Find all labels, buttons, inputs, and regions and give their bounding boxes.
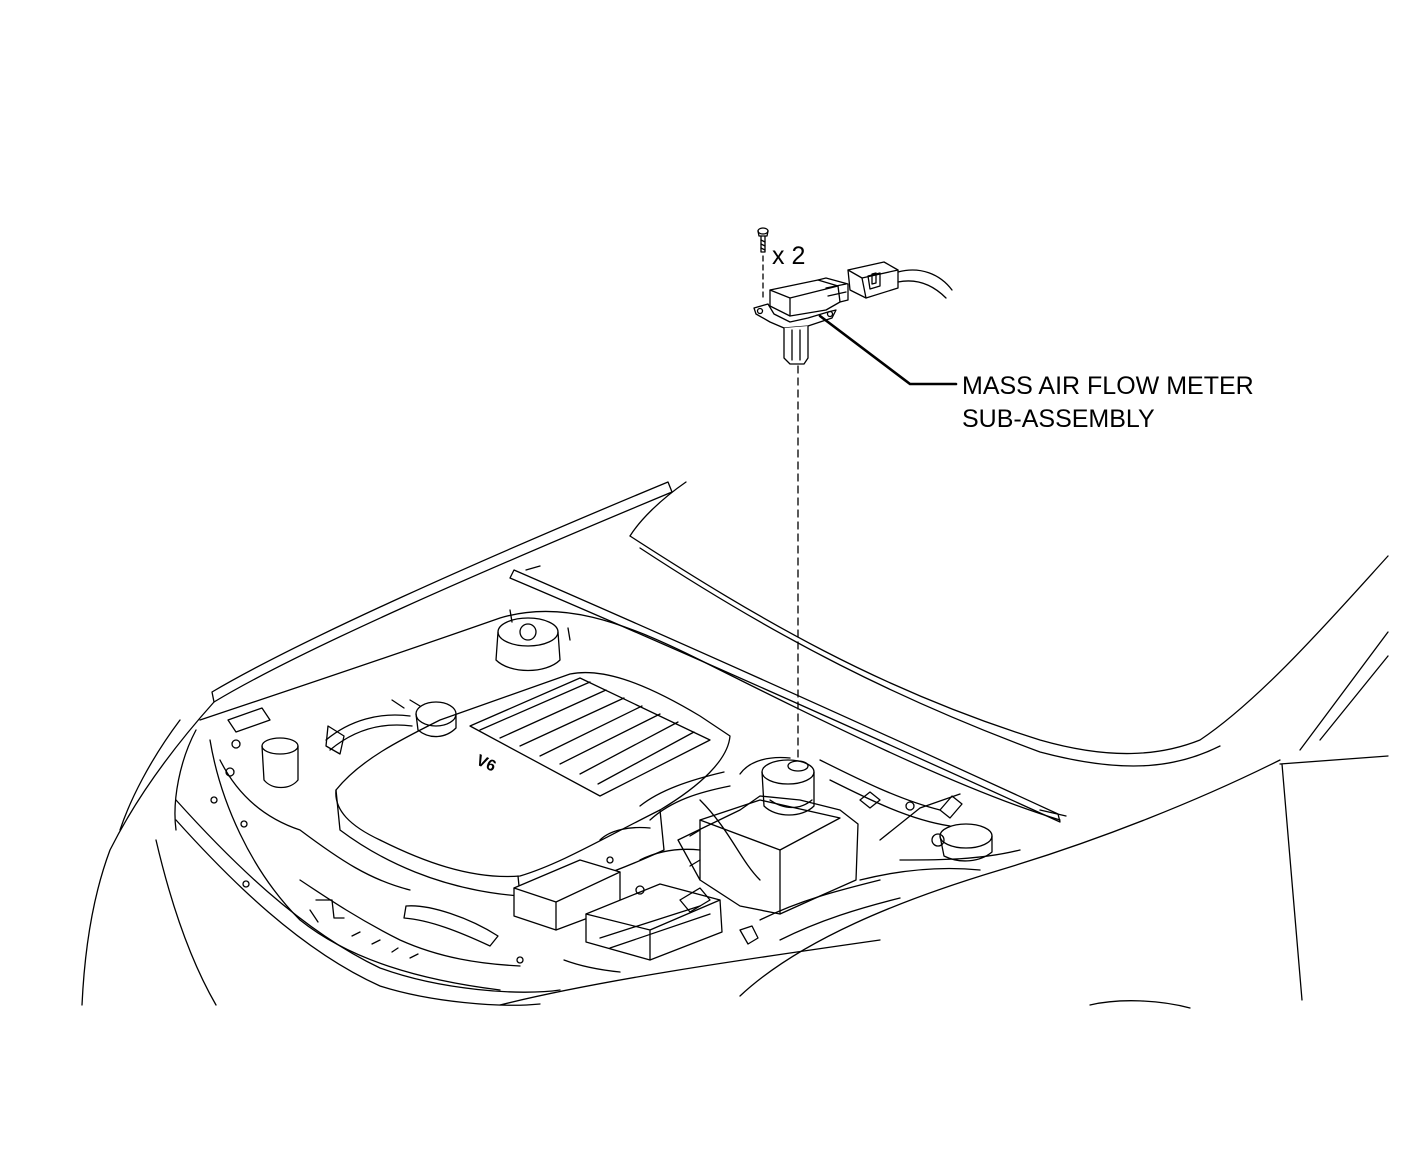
- leader-line: [818, 314, 958, 386]
- part-label-line1: MASS AIR FLOW METER: [962, 372, 1254, 400]
- vehicle-body: [81, 481, 1389, 1009]
- mass-air-flow-meter-part: [753, 227, 958, 771]
- wire-connector: [847, 261, 953, 299]
- engine-cover-badge: V6: [474, 752, 499, 776]
- engine-assembly: V6: [210, 609, 1021, 973]
- bolt-icon: [757, 227, 769, 253]
- sensor-body: [769, 279, 841, 317]
- bolt-quantity-label: x 2: [772, 242, 806, 270]
- part-label-line2: SUB-ASSEMBLY: [962, 405, 1155, 433]
